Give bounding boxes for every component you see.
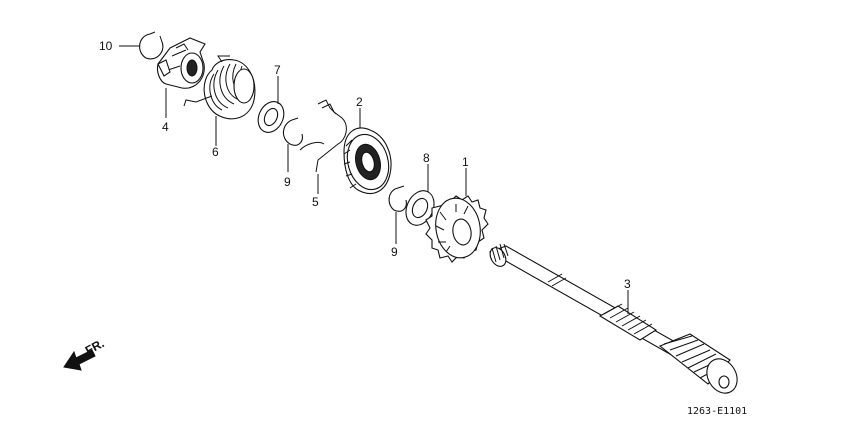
callout-10: 10 [99,39,113,53]
callout-9-lower: 9 [391,245,398,259]
part-2-ratchet [343,127,392,194]
part-5-ratchet-spring [299,99,347,173]
figure-code: 1263-E1101 [687,406,747,417]
callout-5: 5 [312,195,319,209]
front-direction-indicator: FR. [63,336,106,371]
part-1-idle-gear [425,195,489,263]
callout-4: 4 [162,120,169,134]
leader-lines [119,45,629,314]
callout-9-upper: 9 [284,175,291,189]
front-arrow-icon [63,349,96,371]
callout-3: 3 [624,277,631,291]
callout-2: 2 [356,95,363,109]
part-7-washer [257,101,285,133]
part-4-spring-guide [156,37,206,89]
callout-1: 1 [462,155,469,169]
part-10-circlip [139,31,164,60]
part-9-circlip-lower [388,185,407,212]
part-8-washer [405,190,435,226]
part-9-circlip-upper [282,117,303,146]
callout-6: 6 [212,145,219,159]
callout-7: 7 [274,63,281,77]
callout-8: 8 [423,151,430,165]
part-6-kick-spring [183,55,256,120]
part-3-spindle [488,243,738,394]
